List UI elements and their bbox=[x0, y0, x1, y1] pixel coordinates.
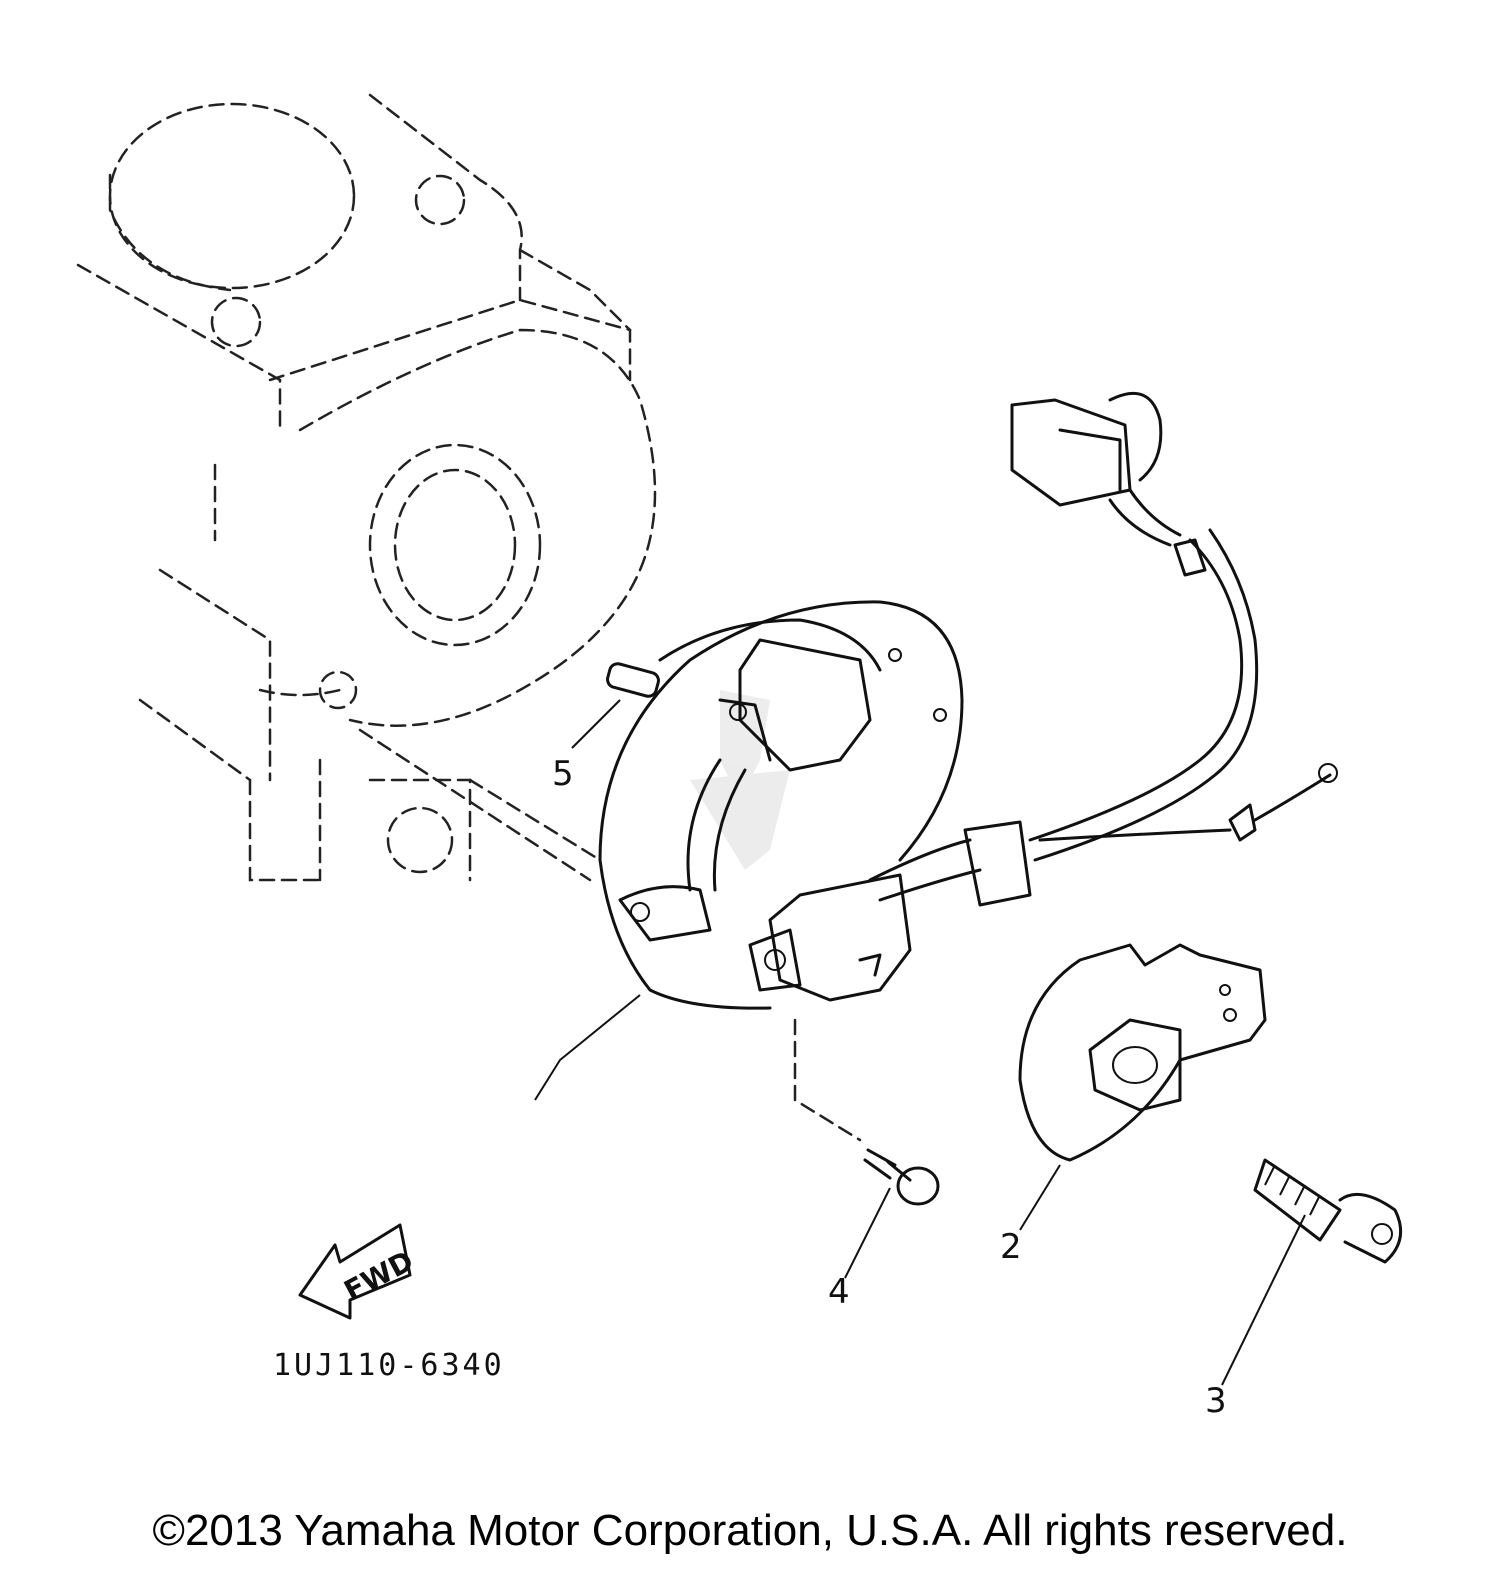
callout-3: 3 bbox=[1205, 1381, 1227, 1421]
dowel-pin bbox=[606, 662, 660, 698]
part-number: 1UJ110-6340 bbox=[273, 1348, 505, 1383]
callout-5: 5 bbox=[552, 754, 574, 794]
screw bbox=[863, 1148, 940, 1206]
pickup-plate bbox=[1018, 943, 1267, 1162]
bolt bbox=[1253, 1158, 1403, 1264]
forward-direction-arrow: FWD bbox=[298, 1223, 419, 1320]
wire-harness bbox=[1010, 391, 1338, 862]
copyright-notice: ©2013 Yamaha Motor Corporation, U.S.A. A… bbox=[152, 1506, 1348, 1555]
callout-2: 2 bbox=[1000, 1227, 1022, 1267]
leader-lines bbox=[534, 699, 1306, 1386]
callout-4: 4 bbox=[828, 1272, 850, 1312]
engine-crankcase-outline bbox=[76, 93, 657, 882]
stator-assembly bbox=[598, 600, 1032, 1010]
